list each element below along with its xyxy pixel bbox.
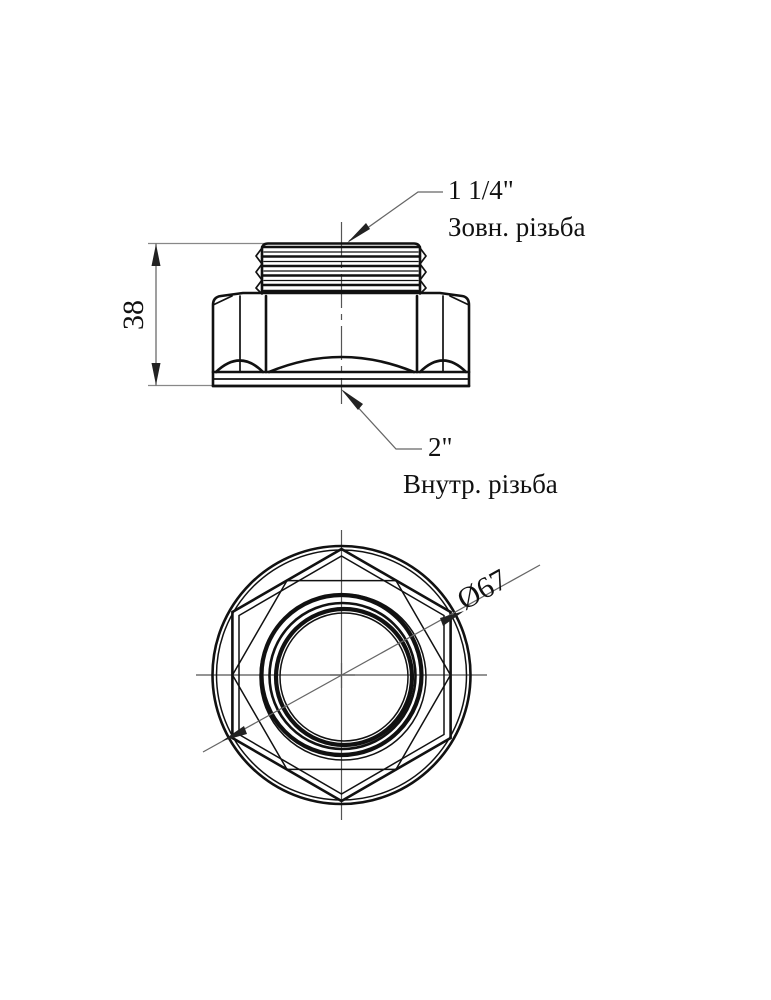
thread-flank-left [255, 247, 263, 295]
diameter-arrow-upper-right [440, 611, 464, 626]
height-dimension-line [151, 243, 161, 386]
dimension-arrow-up [151, 244, 161, 266]
bore-inner-ring-light [279, 612, 409, 742]
hexagon-rotated [231, 579, 452, 771]
hex-top-chamfer [212, 295, 470, 306]
hex-chamfer-arc-right [418, 359, 468, 374]
hexagon-chamfer [238, 555, 445, 795]
hexagon-across-flats [231, 547, 452, 803]
diameter-arrow-lower-left [222, 726, 247, 741]
hex-body [211, 291, 471, 388]
hex-body-outline [211, 291, 471, 388]
internal-thread-callout: 2" Внутр. різьба [341, 389, 558, 499]
threaded-neck [255, 242, 427, 295]
front-elevation-view: 38 [117, 175, 585, 499]
external-thread-leader-arrow [347, 223, 370, 243]
hex-chamfer-arc-center [267, 355, 416, 374]
bottom-plan-view: Ø67 [196, 530, 541, 820]
diameter-dimension-shaft [202, 564, 541, 753]
outer-circle [211, 544, 472, 806]
dimension-arrow-down [151, 363, 161, 385]
external-thread-label-line2: Зовн. різьба [448, 212, 585, 242]
external-thread-label-line1: 1 1/4" [448, 175, 514, 205]
diameter-dimension: Ø67 [202, 563, 541, 753]
bore-thread-mid-ring [268, 601, 417, 751]
external-thread-callout: 1 1/4" Зовн. різьба [347, 175, 585, 243]
plan-center-mark [330, 663, 355, 688]
bore-inner-ring [273, 606, 415, 748]
external-thread-leader [348, 191, 443, 242]
internal-thread-label-line1: 2" [428, 432, 453, 462]
internal-thread-label-line2: Внутр. різьба [403, 469, 558, 499]
bore-thread-outer-ring [259, 592, 424, 758]
height-dimension-label: 38 [117, 300, 150, 330]
internal-thread-leader [342, 390, 422, 450]
hex-chamfer-arc-left [214, 359, 265, 374]
internal-thread-leader-arrow [341, 389, 363, 410]
thread-flank-right [419, 247, 427, 295]
bore-thread-outer-ring-shadow [259, 593, 427, 761]
